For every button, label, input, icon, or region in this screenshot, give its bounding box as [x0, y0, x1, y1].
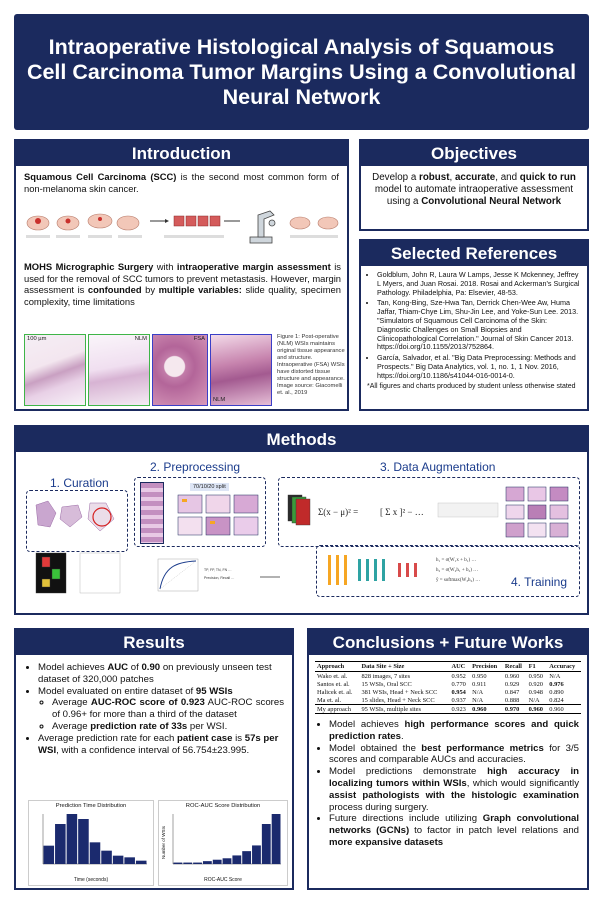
conclusions-list: Model achieves high performance scores a…: [309, 714, 587, 849]
tissue-strip: [140, 482, 164, 544]
conclusion-item: Model predictions demonstrate high accur…: [329, 766, 579, 813]
chart-bar: [124, 857, 135, 864]
step-training-label: 4. Training: [511, 575, 568, 589]
objectives-header: Objectives: [361, 141, 587, 166]
intro-paragraph-1: Squamous Cell Carcinoma (SCC) is the sec…: [24, 171, 339, 194]
reference-item: García, Salvador, et al. "Big Data Prepr…: [377, 353, 581, 380]
chart-bar: [78, 819, 89, 864]
reference-item: Tan, Kong-Bing, Sze-Hwa Tan, Derrick Che…: [377, 299, 581, 352]
comparison-table: Approach Data Site + Size AUC Precision …: [315, 661, 581, 714]
curation-box: [26, 490, 128, 552]
svg-text:TP, FP, TN, FN …: TP, FP, TN, FN …: [204, 568, 232, 572]
references-header: Selected References: [361, 241, 587, 266]
figure-caption: Figure 1: Post-operative (NLM) WSIs main…: [277, 334, 345, 396]
step-curation-label: 1. Curation: [50, 476, 109, 490]
result-subitem: Average prediction rate of 33s per WSI.: [52, 721, 284, 733]
table-row: Halicek et. al.381 WSIs, Head + Neck SCC…: [317, 688, 564, 696]
chart-bar: [242, 851, 252, 864]
chart-bar: [252, 845, 261, 864]
split-label: 70/10/20 split: [190, 483, 229, 491]
nlm-image-2: NLM: [88, 334, 150, 406]
chart-bar: [101, 850, 112, 864]
results-list: Model achieves AUC of 0.90 on previously…: [16, 655, 292, 756]
result-item: Average prediction rate for each patient…: [38, 733, 284, 757]
results-header: Results: [16, 630, 292, 655]
svg-text:ŷ = softmax(W₃h₂) …: ŷ = softmax(W₃h₂) …: [436, 578, 480, 583]
training-network: h₁ = σ(W₁x + b₁) … h₂ = σ(W₂h₁ + b₂) … ŷ…: [328, 555, 480, 585]
chart-bar: [212, 859, 222, 864]
objectives-text: Develop a robust, accurate, and quick to…: [372, 172, 576, 207]
fsa-image-2: NLM: [210, 334, 272, 406]
augmentation-illustration: Σ(x − μ)² = [ Σ x ]² − …: [287, 486, 569, 538]
fsa-image-1: FSA: [152, 334, 208, 406]
chart2-ylabel: Number of WSIs: [161, 825, 167, 860]
svg-text:h₁ = σ(W₁x + b₁) …: h₁ = σ(W₁x + b₁) …: [436, 558, 476, 563]
training-box: [316, 545, 580, 597]
step-augmentation-label: 3. Data Augmentation: [380, 460, 496, 474]
conclusions-panel: Conclusions + Future Works Approach Data…: [307, 628, 589, 890]
chart-bar: [173, 862, 183, 864]
objectives-panel: Objectives Develop a robust, accurate, a…: [359, 139, 589, 231]
chart-bar: [66, 814, 78, 864]
results-panel: Results Model achieves AUC of 0.90 on pr…: [14, 628, 294, 890]
chart1-svg: [42, 814, 147, 865]
methods-panel: Methods 1. Curation 2. Preprocessing 3. …: [14, 425, 589, 615]
conclusions-header: Conclusions + Future Works: [309, 630, 587, 655]
chart-bar: [193, 862, 202, 864]
introduction-panel: Introduction Squamous Cell Carcinoma (SC…: [14, 139, 349, 411]
chart-bar: [222, 858, 232, 864]
nlm-image-1: 100 µm: [24, 334, 86, 406]
poster-title: Intraoperative Histological Analysis of …: [26, 34, 577, 109]
chart-bar: [271, 814, 281, 864]
conclusion-item: Model achieves high performance scores a…: [329, 719, 579, 743]
augmentation-box: [278, 477, 580, 547]
chart-bar: [261, 824, 271, 864]
preprocessing-box: [134, 477, 266, 547]
chart-bar: [112, 855, 124, 864]
histology-figure: 100 µm NLM FSA NLM: [24, 334, 272, 406]
roc-auc-chart: ROC-AUC Score Distribution ROC-AUC Score…: [158, 800, 288, 886]
poster-title-banner: Intraoperative Histological Analysis of …: [14, 14, 589, 130]
chart-bar: [183, 862, 193, 864]
references-list: Goldblum, John R, Laura W Lamps, Jesse K…: [361, 266, 587, 381]
evaluation-illustration: TP, FP, TN, FN … Precision, Recall …: [35, 552, 280, 594]
svg-text:Σ(x − μ)² =: Σ(x − μ)² =: [318, 507, 358, 517]
chart2-title: ROC-AUC Score Distribution: [185, 803, 261, 809]
conclusion-item: Model obtained the best performance metr…: [329, 743, 579, 767]
preprocessing-patches: [177, 494, 259, 536]
references-note: *All figures and charts produced by stud…: [367, 382, 576, 390]
reference-item: Goldblum, John R, Laura W Lamps, Jesse K…: [377, 270, 581, 297]
prediction-time-chart: Prediction Time Distribution Time (secon…: [28, 800, 154, 886]
svg-text:Precision, Recall …: Precision, Recall …: [204, 576, 235, 580]
chart-bar: [135, 860, 147, 864]
methods-header: Methods: [16, 427, 587, 452]
chart2-svg: [172, 814, 281, 865]
result-item: Model achieves AUC of 0.90 on previously…: [38, 662, 284, 686]
chart2-xlabel: ROC-AUC Score: [204, 877, 242, 883]
chart-bar: [202, 861, 212, 864]
chart1-title: Prediction Time Distribution: [55, 803, 127, 809]
chart-axis: [42, 814, 147, 865]
result-item: Model evaluated on entire dataset of 95 …: [38, 686, 284, 733]
mohs-procedure-illustration: [26, 210, 339, 244]
chart-bar: [55, 824, 66, 864]
svg-text:h₂ = σ(W₂h₁ + b₂) …: h₂ = σ(W₂h₁ + b₂) …: [436, 568, 478, 573]
references-panel: Selected References Goldblum, John R, La…: [359, 239, 589, 411]
chart-bar: [43, 845, 55, 864]
introduction-header: Introduction: [16, 141, 347, 166]
intro-paragraph-2: MOHS Micrographic Surgery with intraoper…: [24, 261, 341, 307]
svg-text:[ Σ x ]² − …: [ Σ x ]² − …: [380, 507, 424, 517]
conclusion-item: Future directions include utilizing Grap…: [329, 813, 579, 848]
result-subitem: Average AUC-ROC score of 0.923 AUC-ROC s…: [52, 697, 284, 721]
step-preprocessing-label: 2. Preprocessing: [150, 460, 241, 474]
curation-slides-illustration: [35, 500, 115, 532]
chart-bar: [232, 855, 242, 864]
chart-bar: [89, 842, 101, 864]
chart1-xlabel: Time (seconds): [73, 877, 109, 883]
table-header-row: Approach Data Site + Size AUC Precision …: [315, 661, 581, 672]
